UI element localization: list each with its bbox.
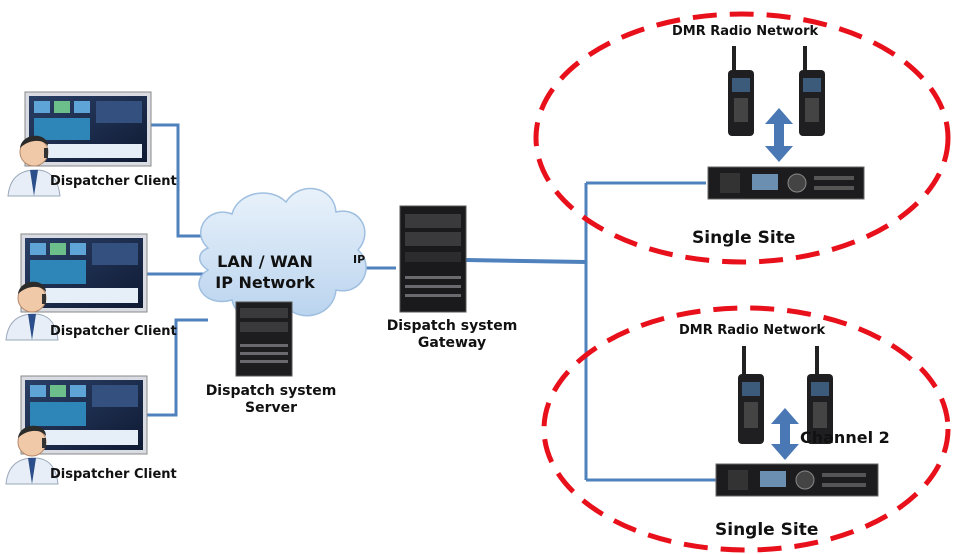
gateway-tower-icon xyxy=(399,205,467,313)
dispatcher-client-1 xyxy=(7,91,152,197)
site-1-equipment xyxy=(707,46,865,200)
monitor-icon xyxy=(20,375,148,455)
portable-radio-icon xyxy=(738,346,764,444)
site-2-label: Single Site xyxy=(715,520,819,540)
gateway-label-line2: Gateway xyxy=(417,335,487,351)
gateway-label: Dispatch system Gateway xyxy=(378,318,526,352)
site-boundary-1 xyxy=(533,11,951,265)
dispatcher-client-3 xyxy=(5,375,148,485)
connection-lines xyxy=(147,123,716,482)
monitor-icon xyxy=(20,233,148,313)
bidirectional-arrow-icon xyxy=(771,408,799,460)
bidirectional-arrow-icon xyxy=(765,108,793,162)
network-cloud xyxy=(198,187,367,321)
network-cloud-label: LAN / WAN IP Network xyxy=(213,251,317,293)
dispatcher-client-2 xyxy=(5,233,148,341)
dispatcher-client-1-label: Dispatcher Client xyxy=(50,174,177,189)
client3-link xyxy=(147,318,208,417)
client1-link xyxy=(150,123,215,238)
dispatcher-client-3-label: Dispatcher Client xyxy=(50,467,177,482)
site-1-network-label: DMR Radio Network xyxy=(672,24,819,39)
server-label: Dispatch system Server xyxy=(197,383,345,417)
site-1-label: Single Site xyxy=(692,228,796,248)
server-label-line1: Dispatch system xyxy=(205,383,337,399)
network-label-line2: IP Network xyxy=(215,273,315,292)
dispatcher-client-2-label: Dispatcher Client xyxy=(50,324,177,339)
server-label-line2: Server xyxy=(244,400,297,416)
network-label-line1: LAN / WAN xyxy=(217,252,313,271)
portable-radio-icon xyxy=(807,346,833,444)
portable-radio-icon xyxy=(728,46,754,136)
site-2-equipment xyxy=(715,346,879,497)
gateway-link xyxy=(465,258,587,264)
dispatcher-person-icon xyxy=(7,135,61,197)
ip-link-label: IP xyxy=(353,253,366,266)
portable-radio-icon xyxy=(799,46,825,136)
server-tower-icon xyxy=(235,301,293,377)
repeater-icon xyxy=(715,463,879,497)
site-2-channel-label: Channel 2 xyxy=(800,428,890,447)
dispatcher-person-icon xyxy=(5,281,59,341)
gateway-label-line1: Dispatch system xyxy=(386,318,518,334)
repeater-icon xyxy=(707,166,865,200)
site-2-network-label: DMR Radio Network xyxy=(679,323,826,338)
dispatcher-person-icon xyxy=(5,425,59,485)
site-boundary-2 xyxy=(541,305,951,553)
